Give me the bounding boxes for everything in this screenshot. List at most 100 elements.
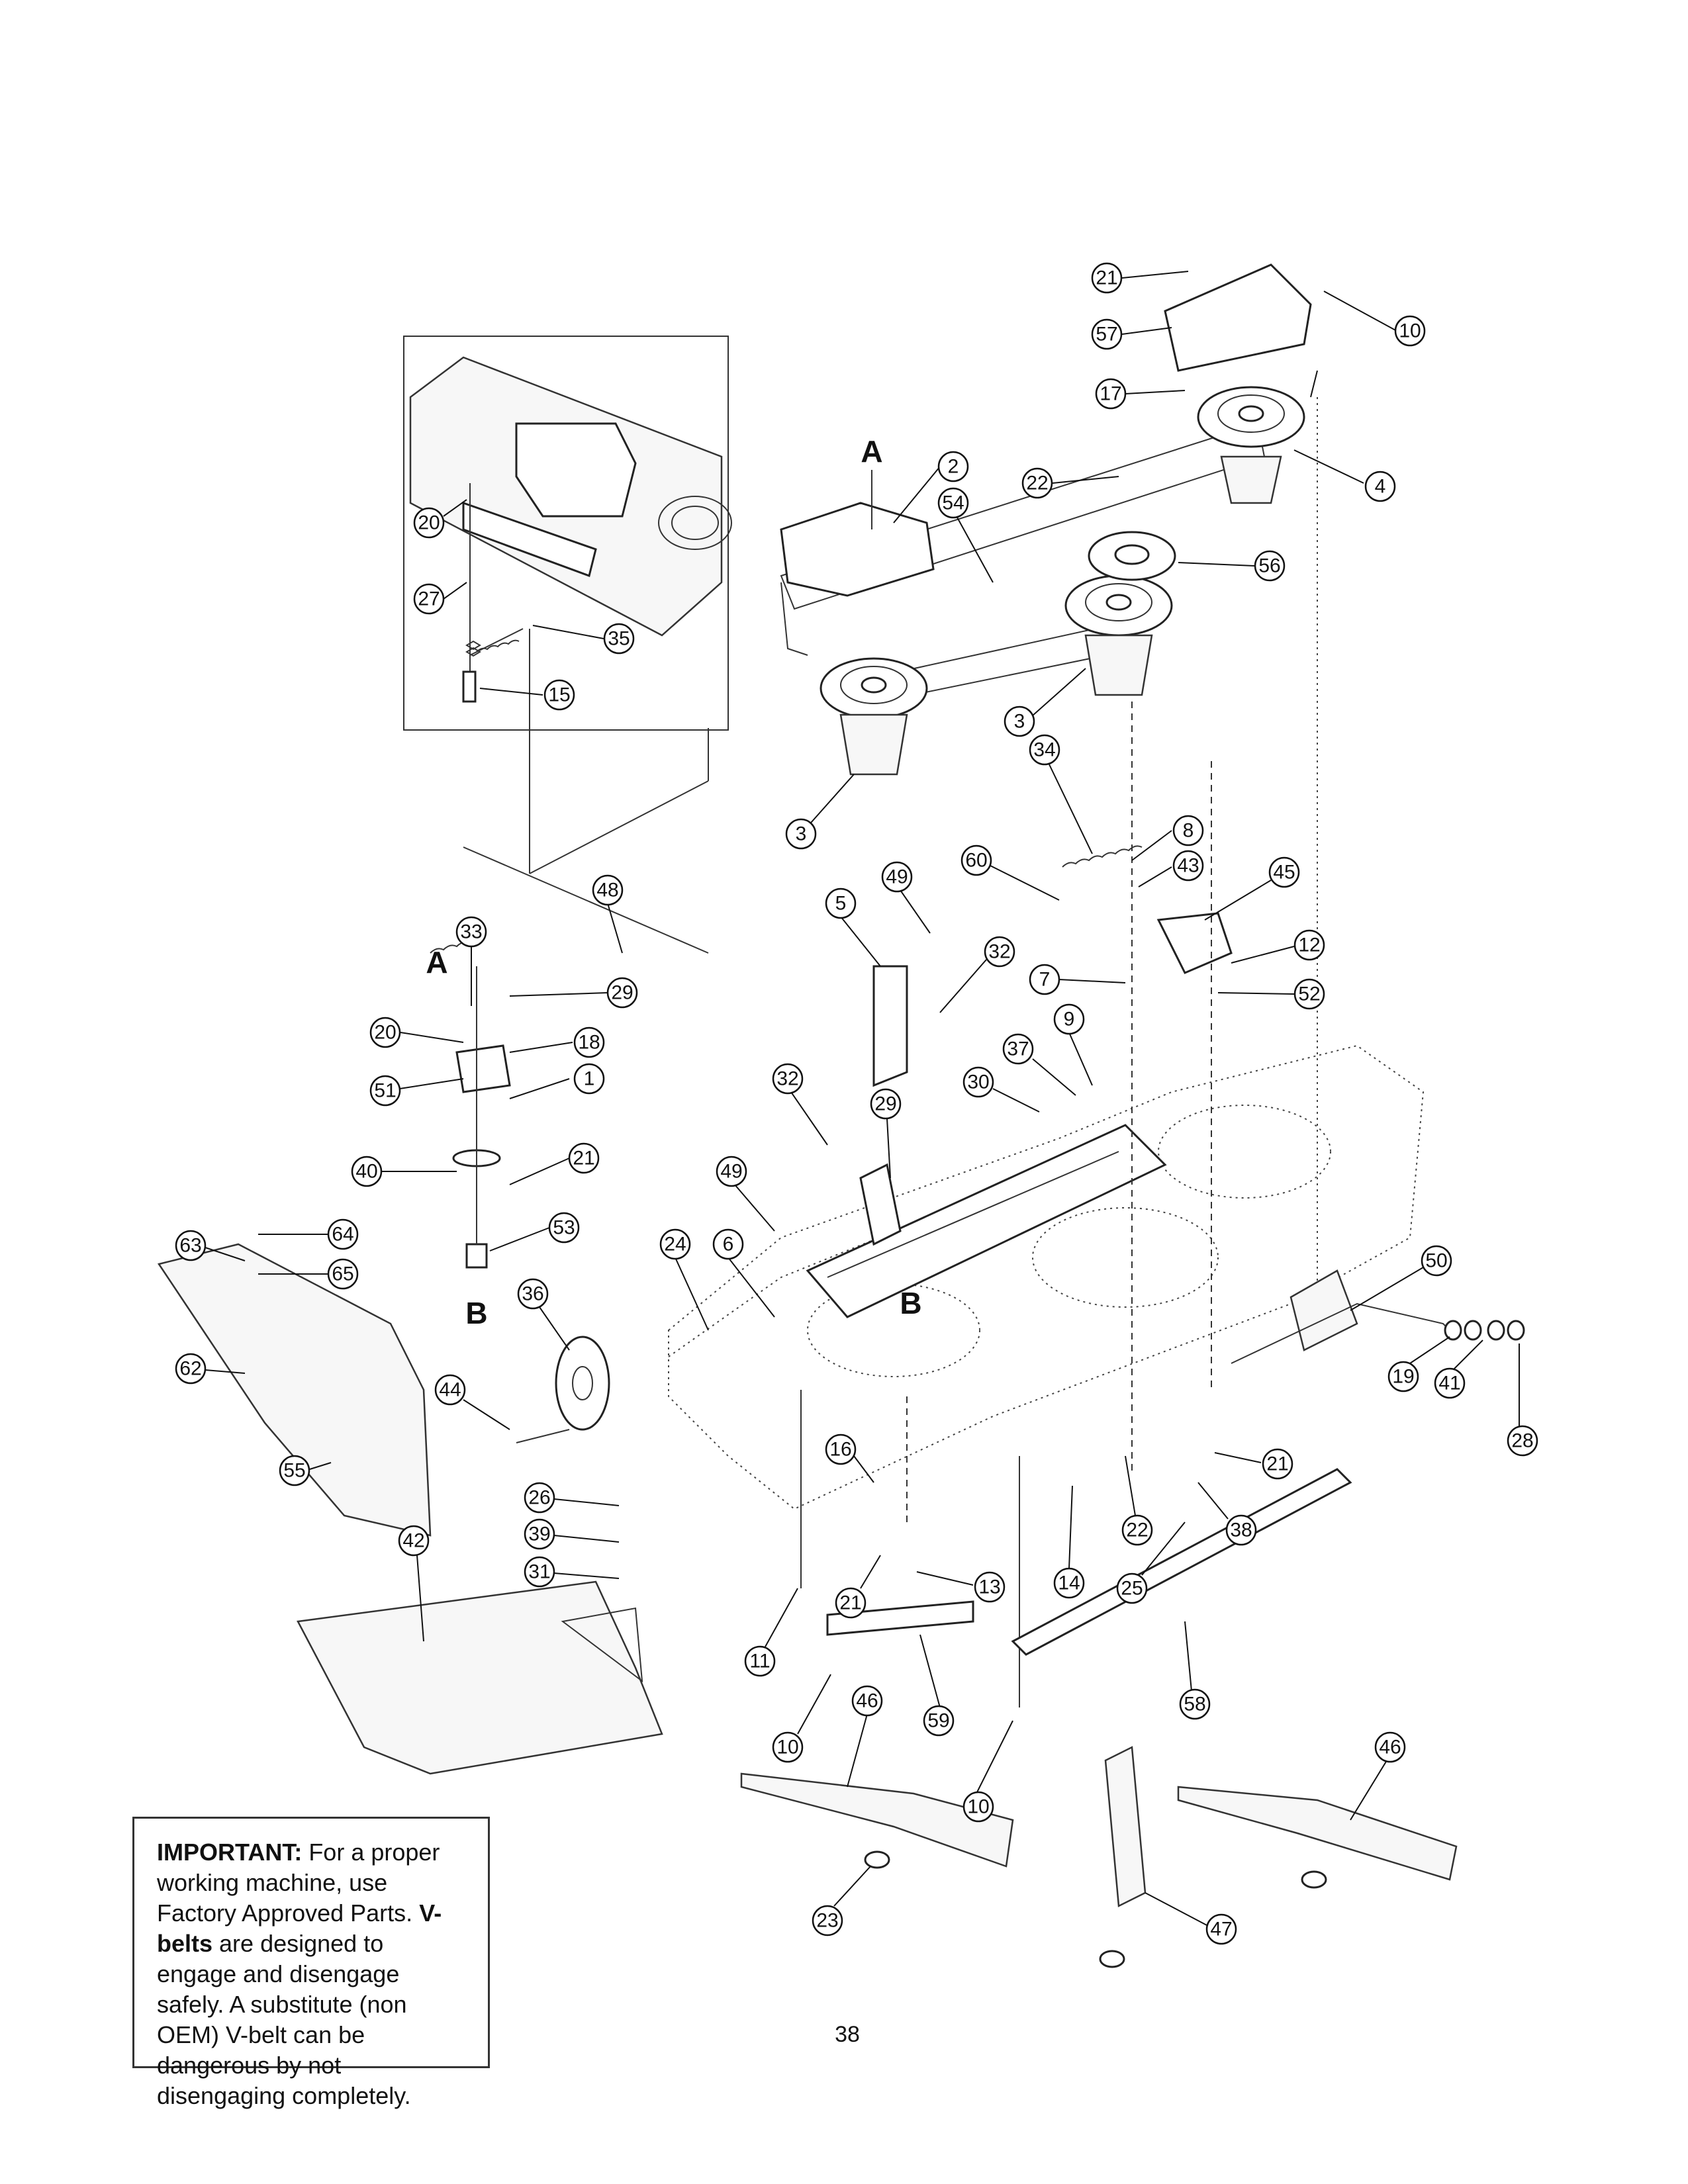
important-line-1: For a proper working machine, use Factor… — [157, 1839, 440, 1927]
svg-text:29: 29 — [611, 982, 633, 1004]
callout-12: 12 — [1231, 929, 1325, 964]
callout-17: 17 — [1095, 378, 1186, 410]
svg-text:22: 22 — [1126, 1520, 1148, 1541]
svg-text:20: 20 — [418, 512, 440, 534]
svg-text:46: 46 — [856, 1690, 878, 1712]
ref-letter-b-deck: B — [900, 1286, 921, 1320]
svg-text:21: 21 — [1096, 267, 1117, 289]
callout-11: 11 — [744, 1588, 798, 1677]
callout-21-bottom: 21 — [835, 1555, 881, 1619]
svg-text:25: 25 — [1121, 1578, 1143, 1600]
callout-54: 54 — [937, 487, 994, 583]
svg-text:39: 39 — [528, 1524, 550, 1545]
svg-text:11: 11 — [749, 1651, 770, 1672]
svg-text:33: 33 — [460, 921, 482, 943]
callout-48: 48 — [592, 874, 624, 954]
svg-text:47: 47 — [1210, 1919, 1232, 1940]
svg-text:10: 10 — [776, 1737, 798, 1758]
callout-34: 34 — [1029, 734, 1093, 854]
callout-20-left: 20 — [369, 1017, 464, 1048]
callout-1: 1 — [509, 1063, 605, 1099]
callout-10-mid-left: 10 — [772, 1674, 831, 1763]
callout-64: 64 — [258, 1218, 359, 1250]
svg-text:15: 15 — [548, 684, 570, 706]
svg-text:19: 19 — [1392, 1366, 1414, 1388]
callout-25: 25 — [1116, 1522, 1186, 1604]
callout-3-right: 3 — [1004, 668, 1086, 737]
callout-60: 60 — [961, 844, 1060, 901]
callout-7: 7 — [1029, 964, 1126, 995]
svg-text:35: 35 — [608, 628, 630, 650]
svg-text:53: 53 — [553, 1217, 575, 1239]
svg-text:60: 60 — [965, 850, 987, 872]
svg-text:3: 3 — [796, 823, 807, 845]
svg-text:55: 55 — [283, 1460, 305, 1482]
callout-20-inset: 20 — [413, 499, 467, 539]
callout-55: 55 — [279, 1455, 332, 1486]
svg-text:42: 42 — [402, 1530, 424, 1552]
callout-39: 39 — [524, 1518, 620, 1550]
callout-18: 18 — [509, 1026, 605, 1058]
callout-8: 8 — [1131, 815, 1204, 861]
svg-text:6: 6 — [723, 1234, 734, 1255]
callout-30: 30 — [962, 1066, 1040, 1113]
important-notice: IMPORTANT: For a proper working machine,… — [132, 1817, 490, 2109]
svg-text:63: 63 — [179, 1235, 201, 1257]
callout-15: 15 — [479, 679, 575, 711]
callout-65: 65 — [258, 1258, 359, 1290]
callout-35: 35 — [532, 623, 635, 655]
callout-16: 16 — [825, 1433, 874, 1483]
pulley-assembly — [780, 263, 1312, 776]
callout-3-left: 3 — [785, 774, 855, 850]
svg-text:44: 44 — [439, 1379, 461, 1401]
callout-32-left: 32 — [772, 1063, 828, 1146]
callout-6: 6 — [712, 1228, 775, 1318]
svg-text:31: 31 — [528, 1561, 550, 1583]
svg-text:21: 21 — [839, 1592, 861, 1614]
svg-text:23: 23 — [816, 1910, 838, 1932]
svg-text:14: 14 — [1058, 1572, 1080, 1594]
callout-49-top: 49 — [881, 861, 931, 934]
callout-26: 26 — [524, 1482, 620, 1514]
callout-22-top: 22 — [1021, 467, 1119, 499]
svg-text:2: 2 — [948, 456, 959, 478]
callout-58: 58 — [1179, 1621, 1211, 1720]
svg-text:17: 17 — [1100, 383, 1121, 405]
svg-text:20: 20 — [374, 1022, 396, 1044]
svg-text:12: 12 — [1298, 934, 1320, 956]
ref-letter-b-left: B — [465, 1296, 487, 1330]
svg-text:52: 52 — [1298, 983, 1320, 1005]
callout-10-mid: 10 — [962, 1720, 1013, 1823]
svg-text:13: 13 — [978, 1576, 1000, 1598]
callout-50: 50 — [1350, 1245, 1452, 1311]
callout-59: 59 — [919, 1634, 955, 1737]
important-notice-text: IMPORTANT: For a proper working machine,… — [157, 1837, 465, 2111]
callout-10-right — [1310, 370, 1318, 398]
svg-text:65: 65 — [332, 1263, 353, 1285]
svg-text:54: 54 — [942, 492, 964, 514]
svg-text:51: 51 — [374, 1080, 396, 1102]
svg-text:32: 32 — [988, 941, 1010, 963]
svg-text:10: 10 — [967, 1796, 989, 1818]
callout-29-mid: 29 — [870, 1088, 902, 1179]
svg-text:21: 21 — [573, 1148, 594, 1169]
callout-5: 5 — [825, 887, 881, 967]
callout-53: 53 — [489, 1212, 580, 1251]
callout-36: 36 — [517, 1278, 570, 1351]
svg-text:50: 50 — [1425, 1250, 1447, 1272]
v-belts-term: V-belts — [157, 1899, 442, 1957]
svg-text:16: 16 — [829, 1439, 851, 1461]
callout-9: 9 — [1053, 1003, 1093, 1086]
callout-28: 28 — [1507, 1343, 1538, 1457]
callout-27: 27 — [413, 582, 467, 615]
svg-text:40: 40 — [355, 1161, 377, 1183]
callouts: 1 2 3 3 4 5 6 7 8 9 10 10 10 11 12 13 14… — [175, 262, 1538, 1945]
callout-24: 24 — [659, 1228, 709, 1331]
callout-46-left: 46 — [847, 1685, 883, 1788]
callout-32-right: 32 — [939, 936, 1015, 1013]
svg-text:24: 24 — [664, 1234, 686, 1255]
callout-21-top: 21 — [1091, 262, 1189, 294]
svg-text:43: 43 — [1177, 855, 1199, 877]
svg-text:5: 5 — [835, 893, 847, 915]
callout-22-bottom: 22 — [1121, 1455, 1153, 1546]
